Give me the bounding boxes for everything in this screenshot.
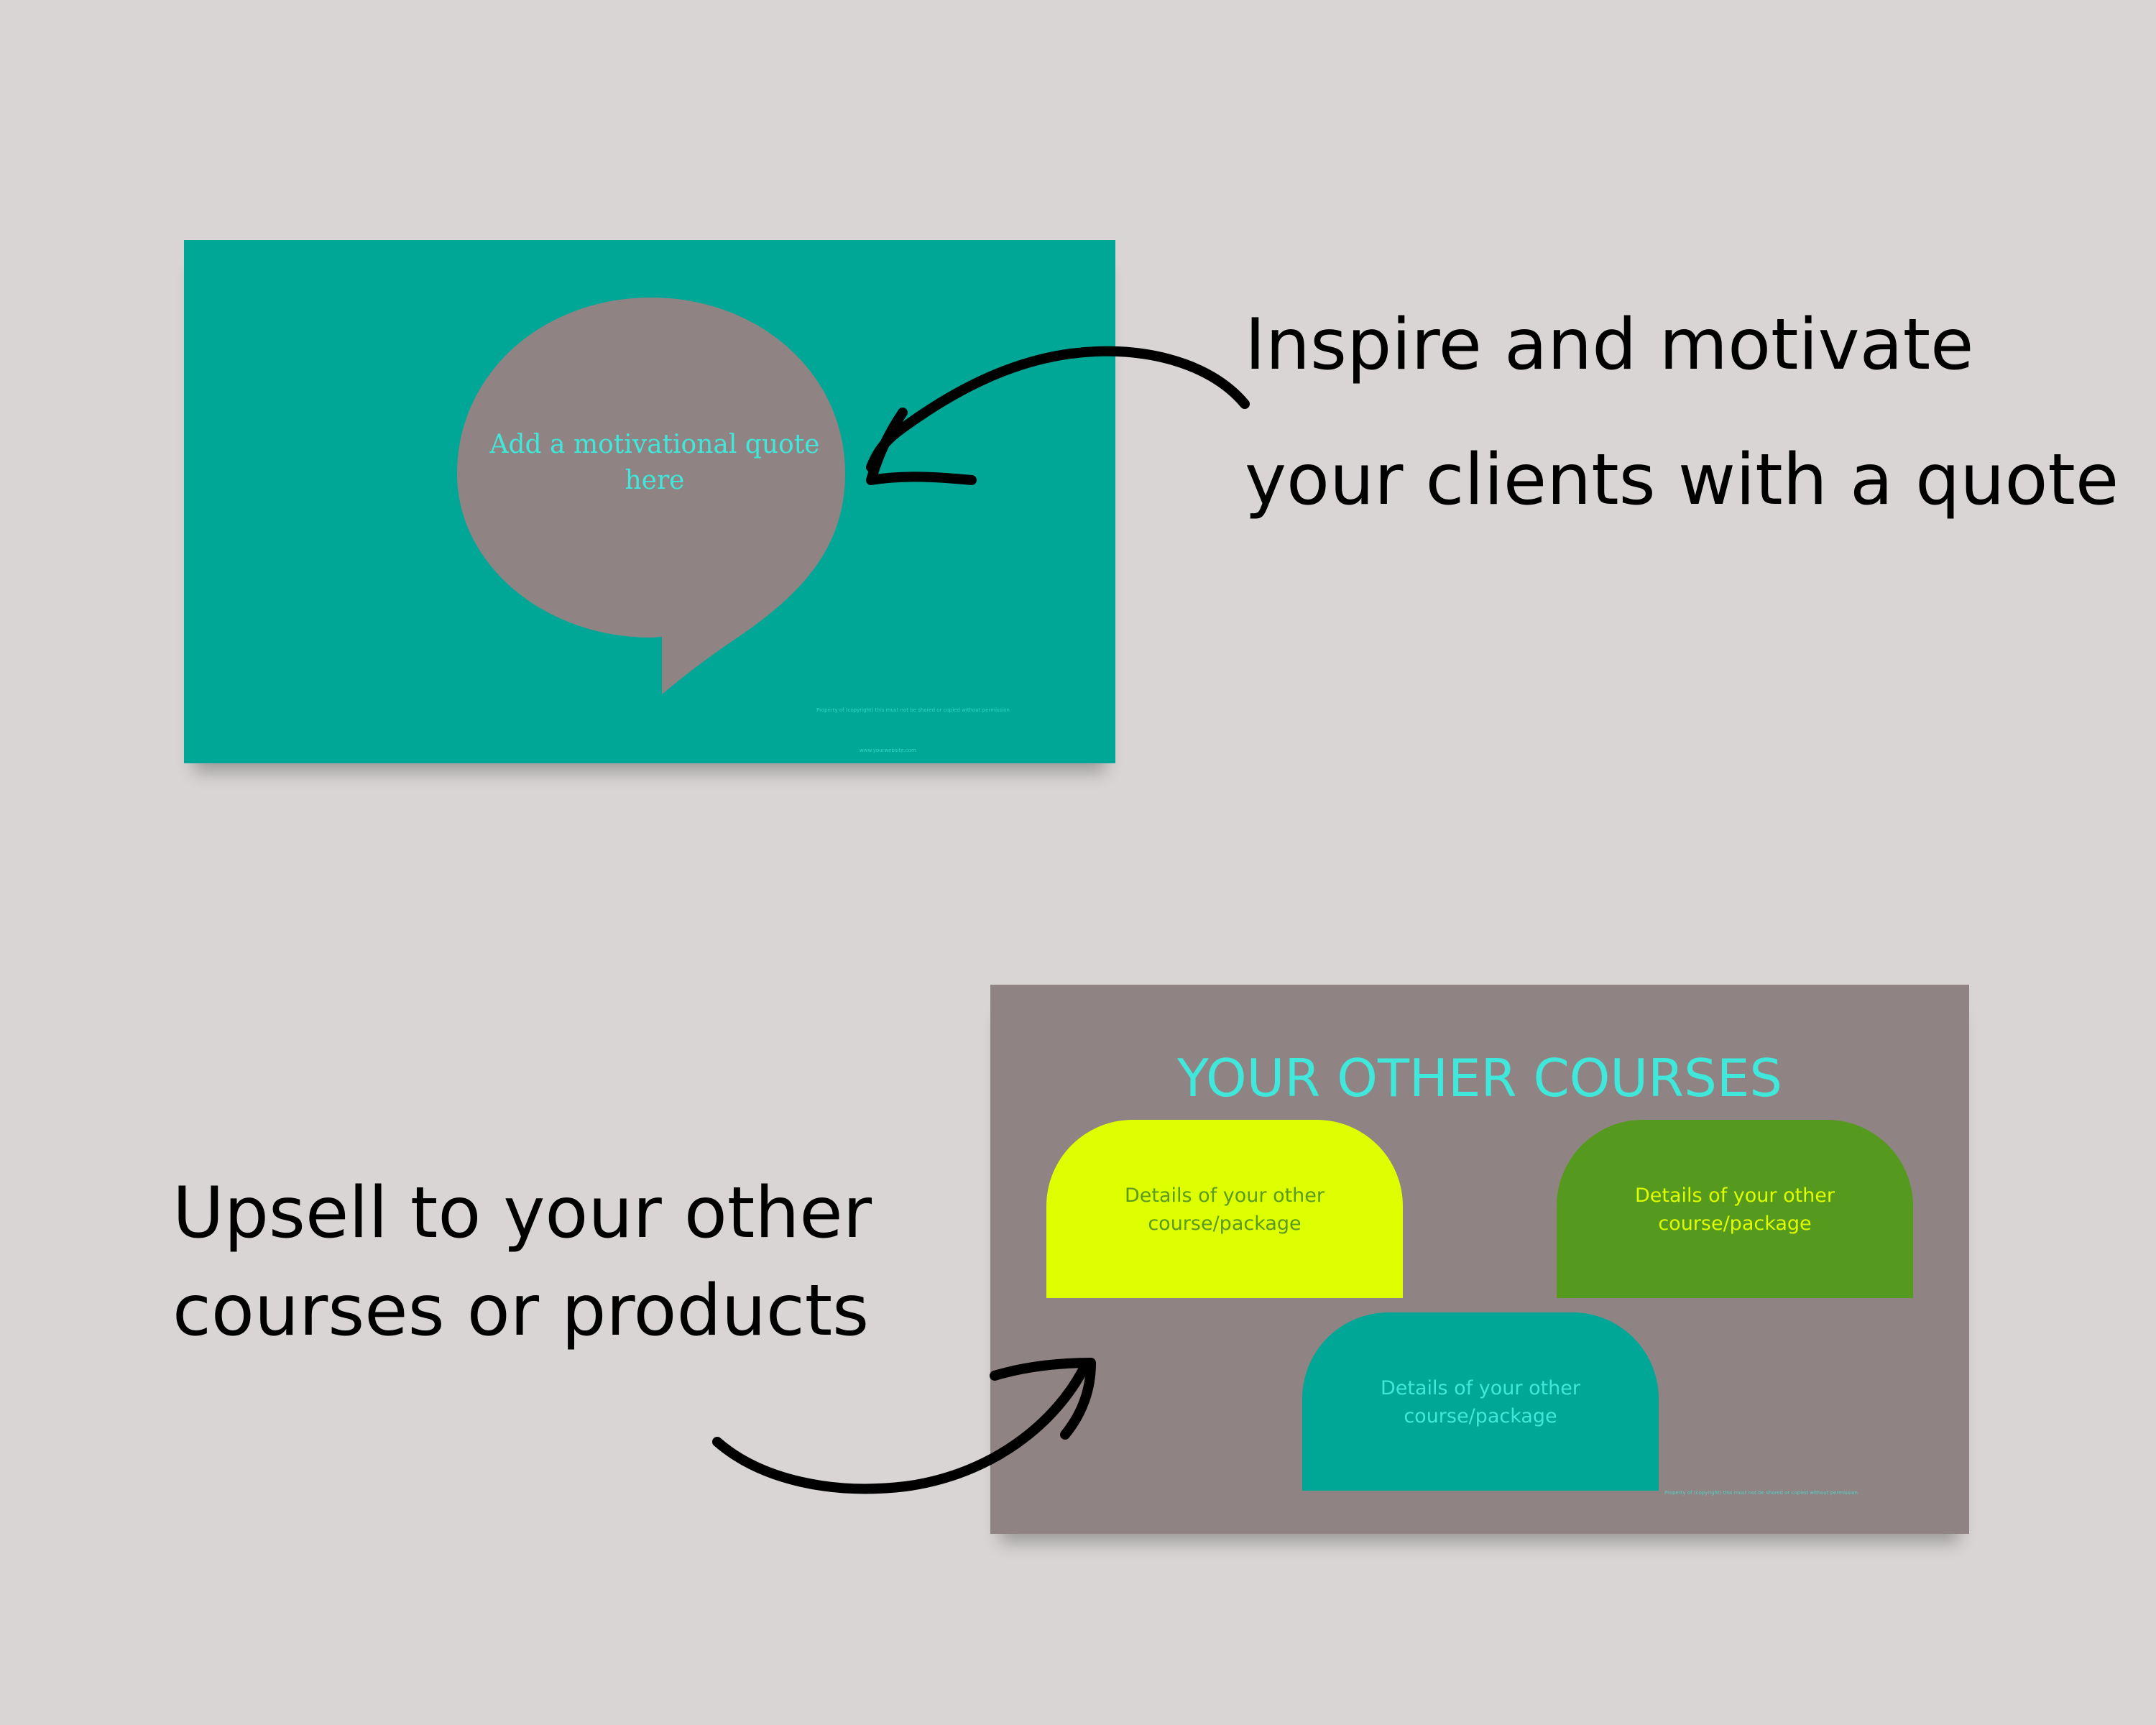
copyright-note: Property of (copyright) this must not be… — [1664, 1490, 1858, 1496]
caption-upsell: Upsell to your other courses or products — [172, 1172, 872, 1352]
speech-bubble-icon — [457, 298, 845, 694]
quote-slide: Add a motivational quote here Property o… — [184, 240, 1115, 763]
course-card: Details of your other course/package — [1302, 1312, 1659, 1491]
course-card-text: Details of your other course/package — [1124, 1184, 1325, 1235]
course-card: Details of your other course/package — [1046, 1120, 1403, 1298]
slide-title: YOUR OTHER COURSES — [1176, 1048, 1783, 1108]
other-courses-slide: YOUR OTHER COURSES Details of your other… — [990, 985, 1969, 1534]
quote-placeholder: Add a motivational quote here — [489, 430, 820, 495]
website-note: www.yourwebsite.com — [860, 748, 916, 753]
copyright-note: Property of (copyright) this must not be… — [816, 707, 1010, 713]
course-card: Details of your other course/package — [1557, 1120, 1913, 1298]
course-card-text: Details of your other course/package — [1380, 1377, 1580, 1427]
course-card-text: Details of your other course/package — [1634, 1184, 1835, 1235]
caption-inspire: Inspire and motivate your clients with a… — [1245, 304, 2119, 521]
